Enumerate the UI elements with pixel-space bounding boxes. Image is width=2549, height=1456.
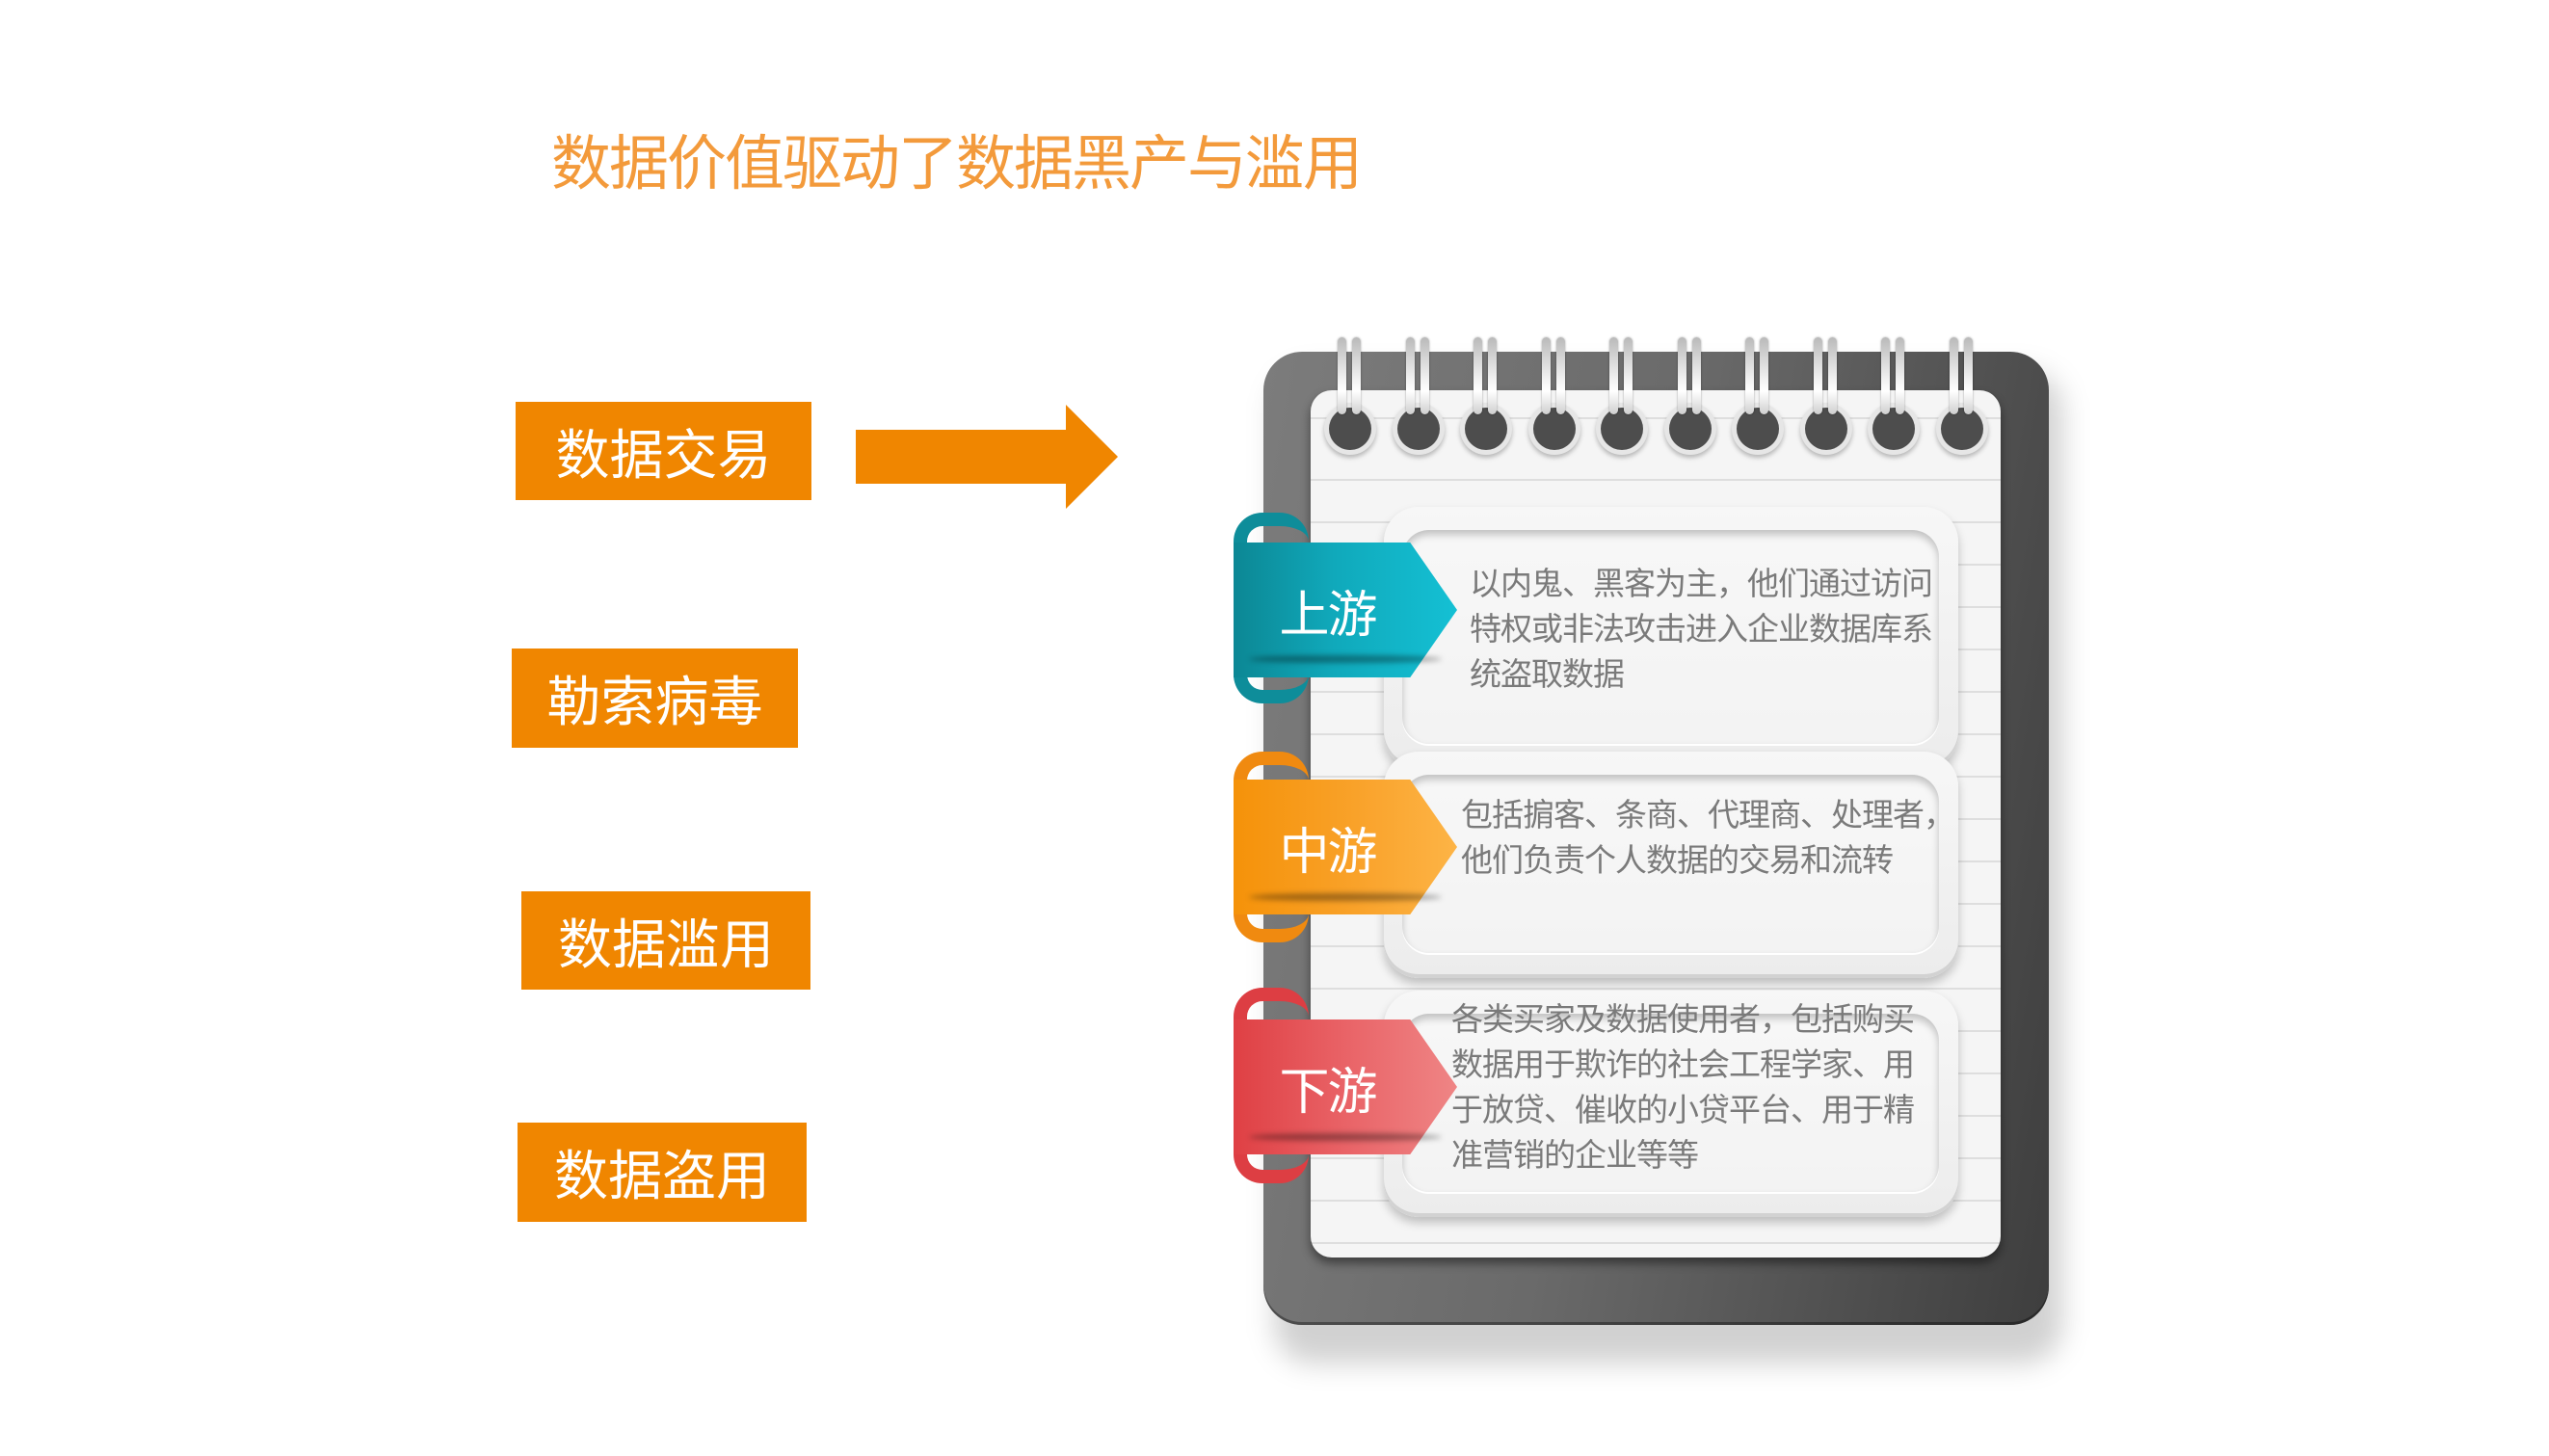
tab-shadow xyxy=(1249,893,1442,901)
tab-label-downstream: 下游 xyxy=(1279,1063,1377,1122)
tab-downstream: 下游 xyxy=(1234,1019,1457,1154)
text-line: 以内鬼、黑客为主，他们通过访问 xyxy=(1470,565,1933,602)
page-title: 数据价值驱动了数据黑产与滥用 xyxy=(551,128,1363,199)
tab-label-upstream: 上游 xyxy=(1279,586,1377,645)
right-arrow-icon xyxy=(856,405,1118,509)
text-line: 于放贷、催收的小贷平台、用于精 xyxy=(1451,1091,1915,1128)
ring-hole xyxy=(1465,408,1507,450)
ring-wire xyxy=(1338,337,1346,414)
ring-wire xyxy=(1692,337,1701,414)
ring-wire xyxy=(1896,337,1904,414)
text-line: 特权或非法攻击进入企业数据库系 xyxy=(1470,610,1933,648)
ring-wire xyxy=(1950,337,1958,414)
ring-wire xyxy=(1745,337,1754,414)
ring-wire xyxy=(1814,337,1822,414)
tab-midstream: 中游 xyxy=(1234,780,1457,914)
ring-hole xyxy=(1397,408,1440,450)
ring-hole xyxy=(1669,408,1712,450)
ring-wire xyxy=(1624,337,1633,414)
ring-wire xyxy=(1406,337,1415,414)
category-data-trading: 数据交易 xyxy=(516,402,811,500)
ring-wire xyxy=(1352,337,1361,414)
stage-card-downstream: 各类买家及数据使用者，包括购买 数据用于欺诈的社会工程学家、用 于放贷、催收的小… xyxy=(1384,991,1958,1217)
stage-description-midstream: 包括掮客、条商、代理商、处理者， 他们负责个人数据的交易和流转 xyxy=(1461,792,1955,883)
tab-shadow xyxy=(1249,655,1442,663)
ring-hole xyxy=(1737,408,1779,450)
ring-wire xyxy=(1542,337,1551,414)
tab-label-midstream: 中游 xyxy=(1279,823,1377,882)
tab-upstream: 上游 xyxy=(1234,543,1457,677)
ring-wire xyxy=(1760,337,1768,414)
tab-shadow xyxy=(1249,1133,1442,1141)
ring-hole xyxy=(1805,408,1847,450)
text-line: 各类买家及数据使用者，包括购买 xyxy=(1451,1000,1915,1038)
text-line: 他们负责个人数据的交易和流转 xyxy=(1461,841,1894,879)
ring-hole xyxy=(1329,408,1371,450)
card-inset xyxy=(1402,1014,1939,1192)
card-inset xyxy=(1402,530,1939,744)
text-line: 准营销的企业等等 xyxy=(1451,1136,1699,1174)
text-line: 数据用于欺诈的社会工程学家、用 xyxy=(1451,1046,1915,1083)
ring-wire xyxy=(1964,337,1973,414)
ring-wire xyxy=(1556,337,1565,414)
ring-wire xyxy=(1609,337,1618,414)
ring-hole xyxy=(1601,408,1643,450)
ring-wire xyxy=(1881,337,1890,414)
ring-wire xyxy=(1828,337,1837,414)
ring-wire xyxy=(1678,337,1686,414)
ring-wire xyxy=(1421,337,1429,414)
card-inset xyxy=(1402,775,1939,953)
stage-card-midstream: 包括掮客、条商、代理商、处理者， 他们负责个人数据的交易和流转 xyxy=(1384,752,1958,978)
ring-hole xyxy=(1533,408,1576,450)
ring-hole xyxy=(1941,408,1983,450)
ring-wire xyxy=(1488,337,1497,414)
ring-wire xyxy=(1474,337,1482,414)
category-data-abuse: 数据滥用 xyxy=(521,891,810,990)
category-ransomware: 勒索病毒 xyxy=(512,649,798,748)
stage-description-upstream: 以内鬼、黑客为主，他们通过访问 特权或非法攻击进入企业数据库系 统盗取数据 xyxy=(1470,561,1933,697)
ring-hole xyxy=(1872,408,1915,450)
category-data-theft: 数据盗用 xyxy=(518,1123,807,1222)
stage-description-downstream: 各类买家及数据使用者，包括购买 数据用于欺诈的社会工程学家、用 于放贷、催收的小… xyxy=(1451,996,1915,1178)
text-line: 统盗取数据 xyxy=(1470,655,1625,693)
stage-card-upstream: 以内鬼、黑客为主，他们通过访问 特权或非法攻击进入企业数据库系 统盗取数据 xyxy=(1384,507,1958,769)
text-line: 包括掮客、条商、代理商、处理者， xyxy=(1461,796,1955,834)
